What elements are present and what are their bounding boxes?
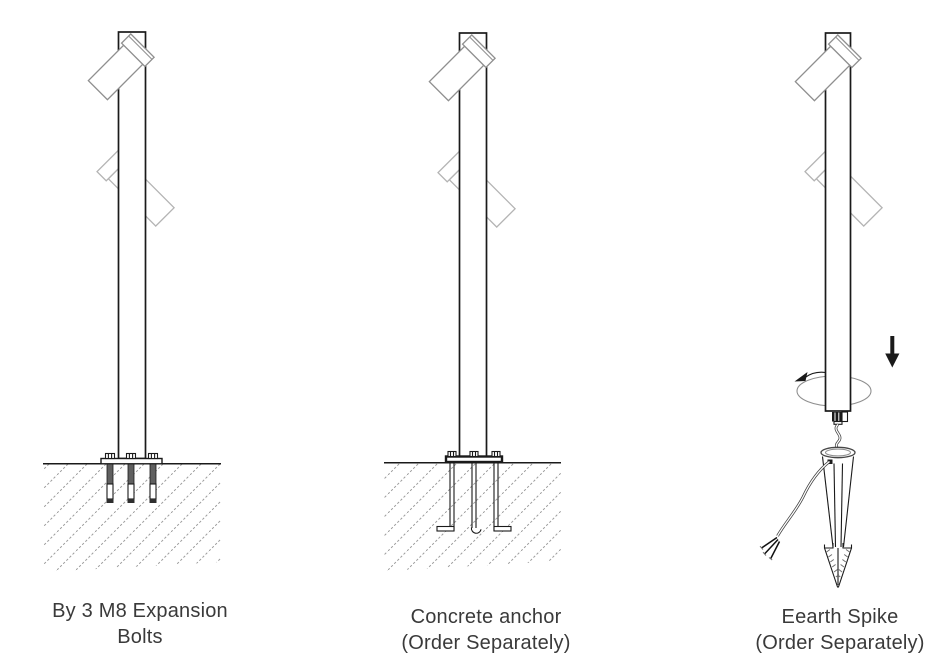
caption-concrete-anchor: Concrete anchor (Order Separately) [386,604,586,656]
base-plate [100,457,163,465]
pole [458,32,488,458]
pole [117,31,147,460]
diagram-concrete-anchor [384,32,561,571]
down-arrow-icon [885,336,900,368]
expansion-bolt [125,452,137,503]
spotlight-head-upper [87,32,156,101]
pole [824,32,852,412]
anchor-nut [491,450,501,458]
anchor-nut [447,450,457,458]
lead-cable [759,460,831,561]
rotate-arrow-icon [794,371,826,382]
caption-line: Concrete anchor [410,606,562,628]
spike-cup [820,446,856,464]
spotlight-head-upper [428,33,497,102]
anchor-rod [436,462,455,532]
spike-body [821,456,855,548]
anchor-rod [493,462,512,532]
diagram-earth-spike [759,32,900,588]
caption-line: (Order Separately) [401,632,571,654]
caption-expansion-bolts: By 3 M8 Expansion Bolts [30,598,250,650]
anchor-nut [469,450,479,458]
expansion-bolt [104,452,116,503]
base-plate [444,455,504,464]
diagram-expansion-bolts [43,31,221,572]
threaded-connector [832,411,849,425]
anchor-rod [470,462,482,534]
spike-arrowhead [823,543,853,588]
caption-line: By 3 M8 Expansion Bolts [52,600,228,648]
caption-line: Eearth Spike [781,606,899,628]
spotlight-head-upper [794,33,863,102]
expansion-bolt [147,452,159,503]
caption-line: (Order Separately) [755,632,925,654]
caption-earth-spike: Eearth Spike (Order Separately) [740,604,936,656]
